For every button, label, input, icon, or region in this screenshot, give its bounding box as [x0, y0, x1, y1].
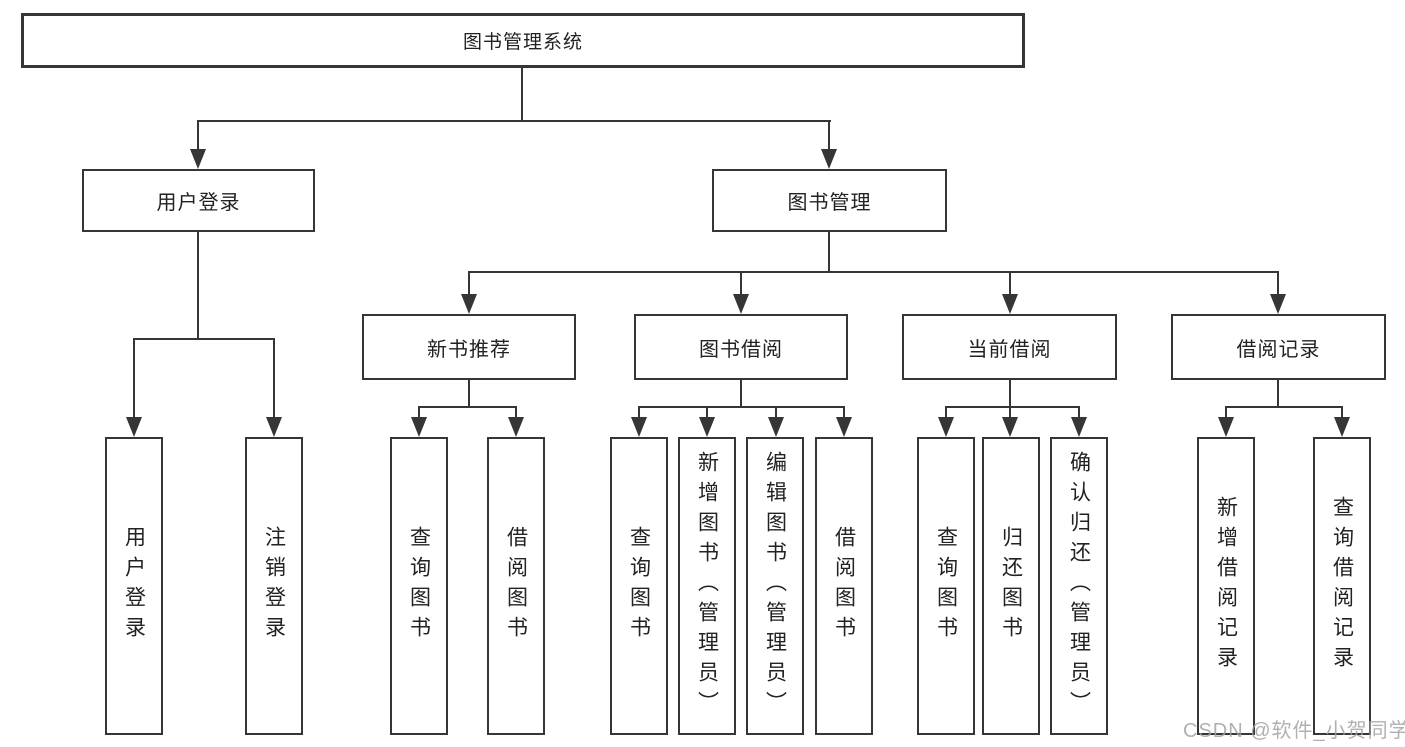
connector-drop-book-borrow [740, 271, 742, 296]
leaf-cb-confirm-return-admin: 确认归还（管理员） [1050, 437, 1108, 735]
node-new-book-recommend-label: 新书推荐 [427, 338, 511, 361]
leaf-user-login-label: 用户登录 [122, 526, 146, 646]
node-book-management: 图书管理 [712, 169, 947, 232]
arrow-book-mgmt [821, 149, 837, 169]
arrow-book-borrow [733, 294, 749, 314]
leaf-br-query-record: 查询借阅记录 [1313, 437, 1371, 735]
arrow-bb-add [699, 417, 715, 437]
connector-drop-bb-add [706, 406, 708, 419]
connector-user-login-stub [197, 232, 199, 338]
connector-current-borrow-stub [1009, 380, 1011, 406]
connector-drop-borrow-records [1277, 271, 1279, 296]
node-borrow-records-label: 借阅记录 [1236, 338, 1321, 361]
connector-new-book-bus [418, 406, 517, 408]
connector-drop-current-borrow [1009, 271, 1011, 296]
node-root: 图书管理系统 [21, 13, 1025, 68]
arrow-bb-edit [768, 417, 784, 437]
node-root-label: 图书管理系统 [462, 32, 583, 53]
arrow-br-add [1218, 417, 1234, 437]
leaf-bb-borrow-books: 借阅图书 [815, 437, 873, 735]
connector-book-mgmt-stub [828, 232, 830, 271]
connector-drop-book-mgmt [828, 120, 830, 151]
leaf-bb-borrow-books-label: 借阅图书 [832, 526, 856, 646]
leaf-nb-borrow-books: 借阅图书 [487, 437, 545, 735]
arrow-leaf-login [126, 417, 142, 437]
arrow-current-borrow [1002, 294, 1018, 314]
node-user-login-label: 用户登录 [156, 192, 241, 214]
watermark: CSDN @软件_小贺同学 [1183, 720, 1405, 742]
leaf-br-add-record: 新增借阅记录 [1197, 437, 1255, 735]
connector-level3-bus [468, 271, 1279, 273]
arrow-bb-query [631, 417, 647, 437]
arrow-new-book [461, 294, 477, 314]
connector-drop-br-query [1341, 406, 1343, 419]
arrow-bb-borrow [836, 417, 852, 437]
connector-borrow-records-bus [1225, 406, 1343, 408]
node-book-borrow: 图书借阅 [634, 314, 848, 380]
connector-new-book-stub [468, 380, 470, 406]
connector-root-stub [521, 68, 523, 120]
leaf-bb-edit-book-admin-label: 编辑图书（管理员） [763, 451, 787, 721]
leaf-bb-edit-book-admin: 编辑图书（管理员） [746, 437, 804, 735]
connector-drop-cb-query [945, 406, 947, 419]
connector-book-borrow-bus [638, 406, 845, 408]
arrow-nb-query [411, 417, 427, 437]
leaf-bb-add-book-admin-label: 新增图书（管理员） [695, 451, 719, 721]
leaf-cb-return-book: 归还图书 [982, 437, 1040, 735]
leaf-bb-add-book-admin: 新增图书（管理员） [678, 437, 736, 735]
leaf-br-add-record-label: 新增借阅记录 [1214, 496, 1238, 676]
leaf-logout: 注销登录 [245, 437, 303, 735]
connector-borrow-records-stub [1277, 380, 1279, 406]
node-book-borrow-label: 图书借阅 [699, 338, 783, 361]
connector-drop-new-book [468, 271, 470, 296]
leaf-cb-query-books-label: 查询图书 [934, 526, 958, 646]
connector-drop-leaf-login [133, 338, 135, 419]
leaf-nb-query-books: 查询图书 [390, 437, 448, 735]
arrow-borrow-records [1270, 294, 1286, 314]
node-current-borrow-label: 当前借阅 [967, 338, 1052, 361]
connector-drop-br-add [1225, 406, 1227, 419]
connector-book-borrow-stub [740, 380, 742, 406]
connector-drop-leaf-logout [273, 338, 275, 419]
arrow-nb-borrow [508, 417, 524, 437]
connector-drop-bb-query [638, 406, 640, 419]
connector-drop-nb-query [418, 406, 420, 419]
node-new-book-recommend: 新书推荐 [362, 314, 576, 380]
leaf-cb-return-book-label: 归还图书 [999, 526, 1023, 646]
leaf-user-login: 用户登录 [105, 437, 163, 735]
arrow-cb-confirm [1071, 417, 1087, 437]
connector-drop-cb-return [1009, 406, 1011, 419]
node-user-login: 用户登录 [82, 169, 315, 232]
connector-current-borrow-bus [945, 406, 1080, 408]
leaf-logout-label: 注销登录 [262, 526, 286, 646]
arrow-br-query [1334, 417, 1350, 437]
connector-drop-cb-confirm [1078, 406, 1080, 419]
connector-drop-user-login [197, 120, 199, 151]
connector-level2-bus [197, 120, 831, 122]
connector-user-login-bus [133, 338, 275, 340]
arrow-leaf-logout [266, 417, 282, 437]
connector-drop-bb-borrow [843, 406, 845, 419]
leaf-bb-query-books: 查询图书 [610, 437, 668, 735]
leaf-nb-borrow-books-label: 借阅图书 [504, 526, 528, 646]
leaf-cb-confirm-return-admin-label: 确认归还（管理员） [1067, 451, 1091, 721]
node-book-management-label: 图书管理 [787, 192, 872, 214]
leaf-br-query-record-label: 查询借阅记录 [1330, 496, 1354, 676]
arrow-cb-return [1002, 417, 1018, 437]
leaf-bb-query-books-label: 查询图书 [627, 526, 651, 646]
leaf-nb-query-books-label: 查询图书 [407, 526, 431, 646]
connector-drop-nb-borrow [515, 406, 517, 419]
node-borrow-records: 借阅记录 [1171, 314, 1386, 380]
leaf-cb-query-books: 查询图书 [917, 437, 975, 735]
connector-drop-bb-edit [775, 406, 777, 419]
node-current-borrow: 当前借阅 [902, 314, 1117, 380]
arrow-user-login [190, 149, 206, 169]
arrow-cb-query [938, 417, 954, 437]
